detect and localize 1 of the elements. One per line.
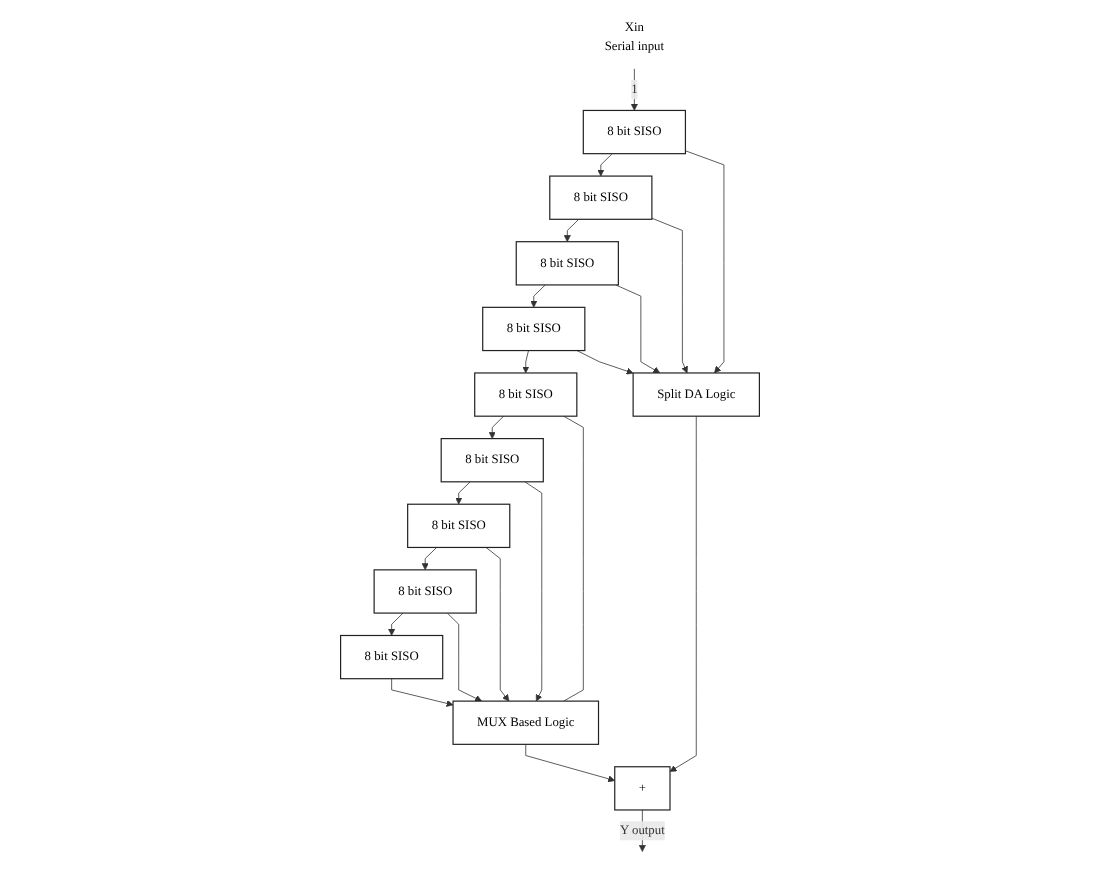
connector (563, 415, 584, 702)
